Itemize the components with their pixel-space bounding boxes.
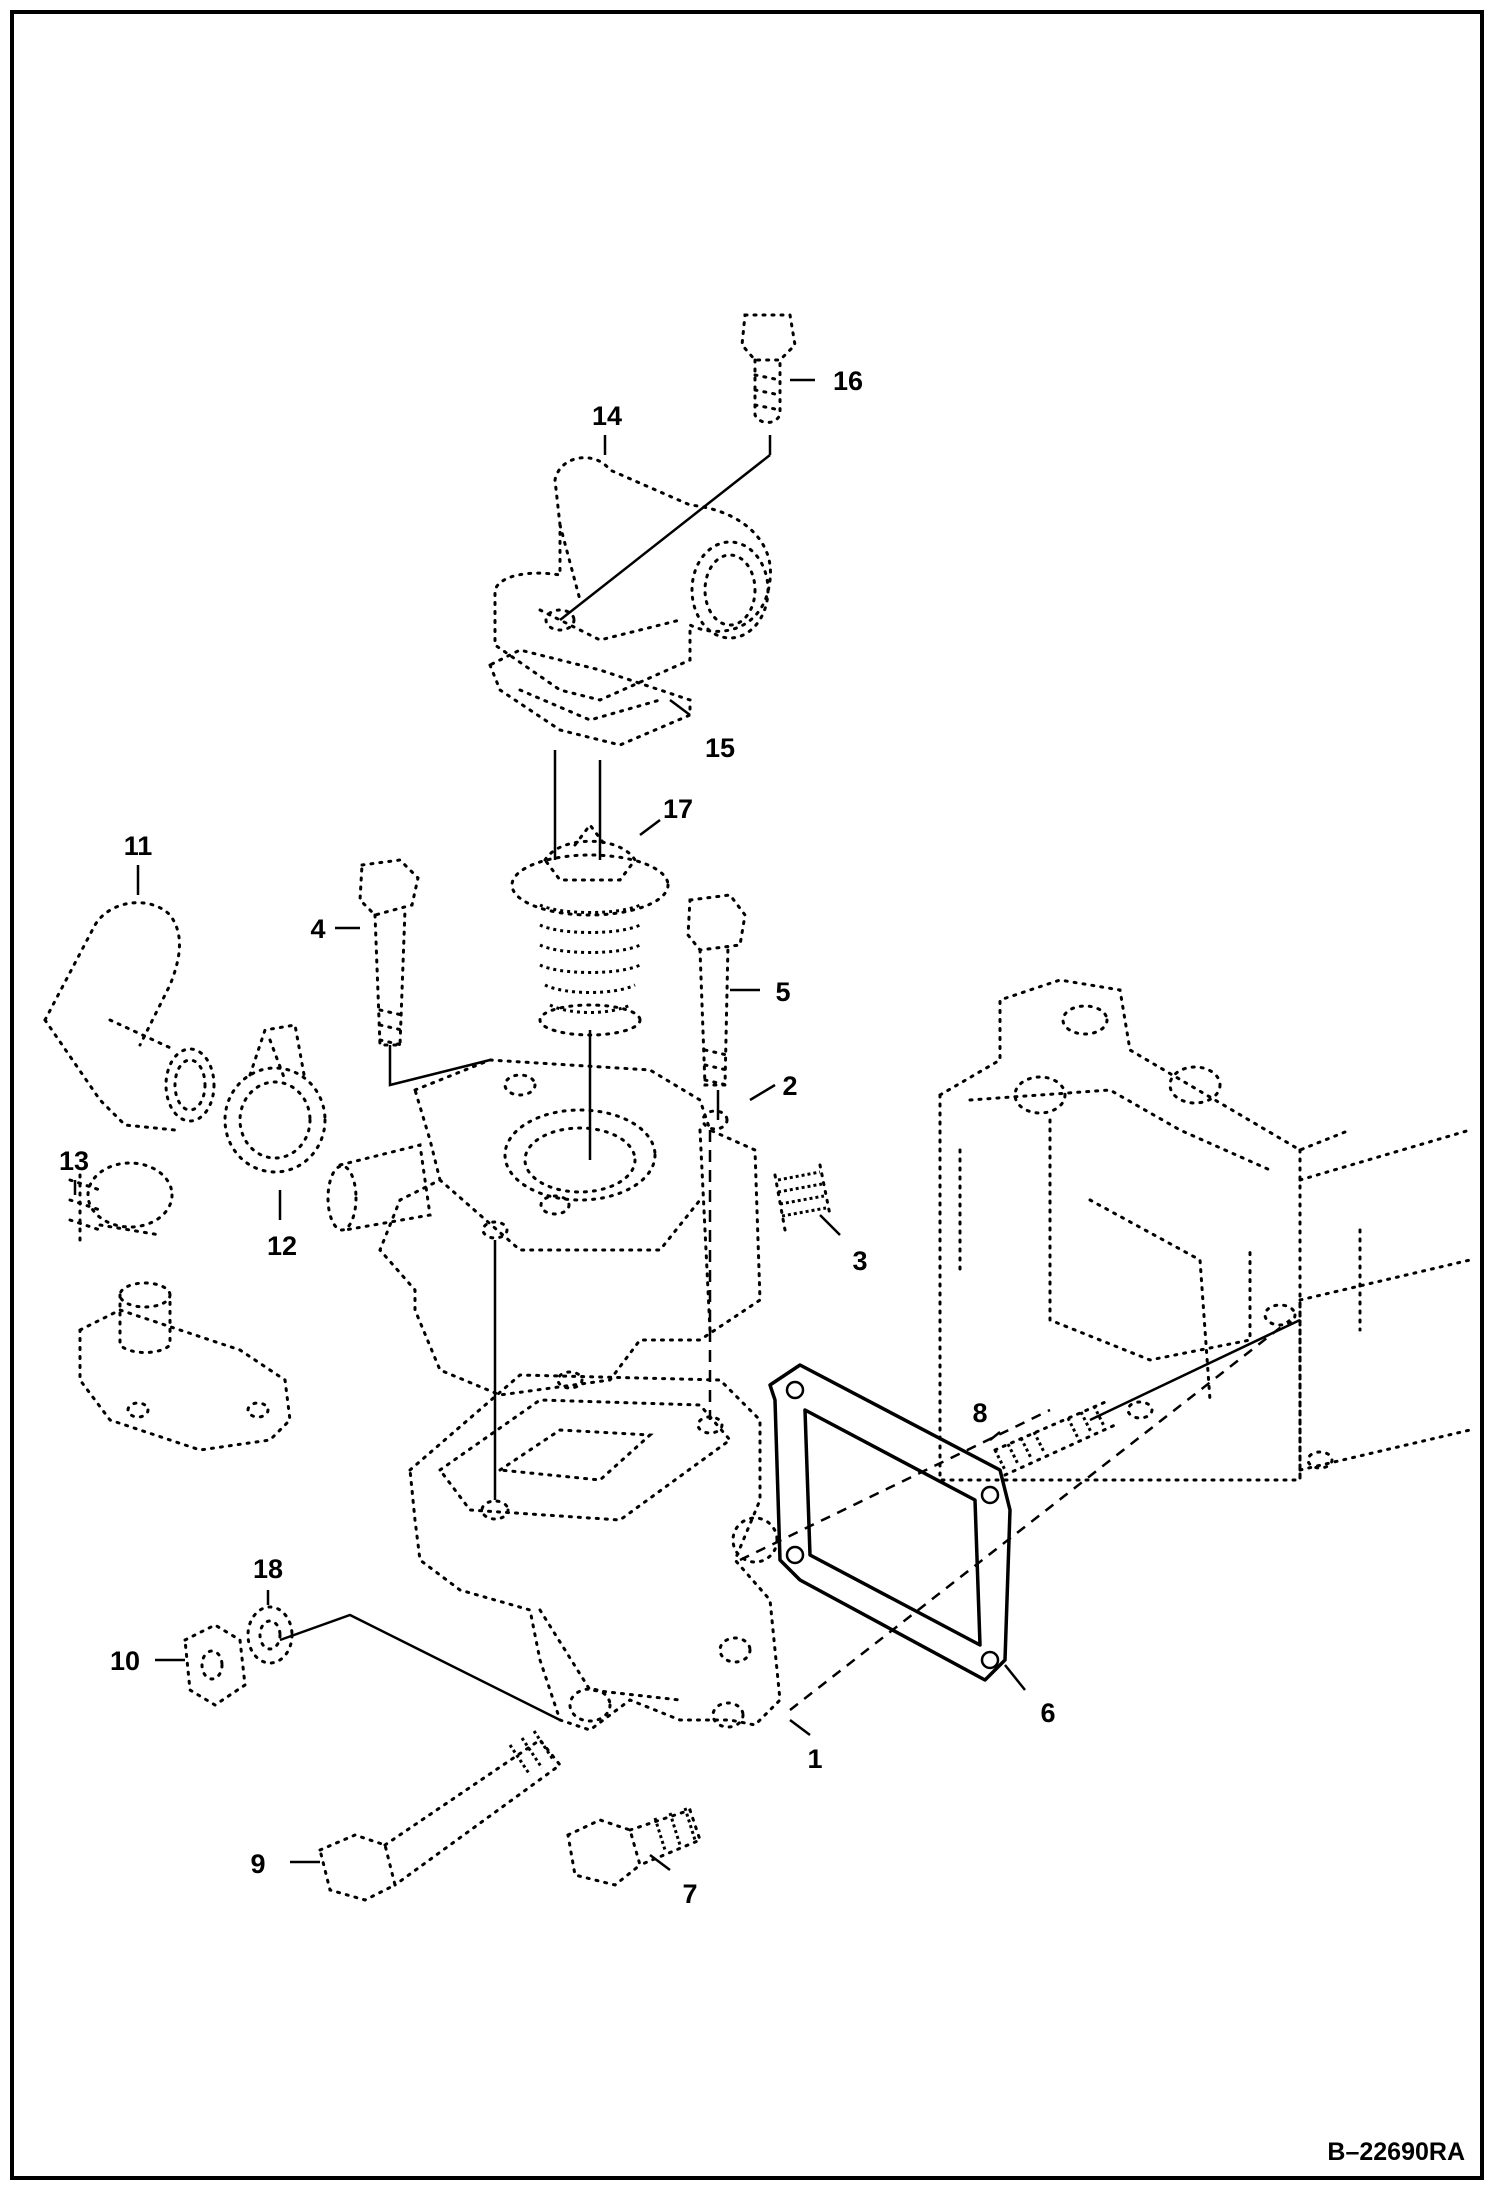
callout-3: 3: [852, 1246, 867, 1276]
leader-lines: [73, 378, 1026, 1871]
thermostat-cover: [493, 456, 772, 702]
engine-block: [938, 978, 1472, 1482]
washer-18: [246, 1605, 294, 1665]
bolt-5: [686, 893, 747, 1087]
stud-8: [993, 1398, 1117, 1477]
hose-flange: [78, 1281, 292, 1452]
water-flange: [408, 1370, 782, 1732]
clamp-13: [68, 1161, 174, 1242]
callout-17: 17: [663, 794, 693, 824]
callout-1: 1: [807, 1744, 822, 1774]
bolt-7: [566, 1807, 702, 1887]
callout-14: 14: [592, 401, 622, 431]
bolt-9: [318, 1730, 563, 1902]
thermostat-housing: [378, 1058, 762, 1397]
callout-12: 12: [267, 1231, 297, 1261]
bolt-4: [358, 858, 420, 1047]
callout-11: 11: [124, 831, 153, 861]
nut-10: [183, 1623, 247, 1707]
callout-10: 10: [110, 1646, 140, 1676]
callout-13: 13: [59, 1146, 89, 1176]
callout-4: 4: [310, 914, 325, 944]
callout-18: 18: [253, 1554, 283, 1584]
assembly-lines: [279, 435, 1301, 1722]
callout-15: 15: [705, 733, 735, 763]
clamp-12: [223, 1023, 327, 1174]
water-pipe-nipple: [326, 1143, 432, 1232]
callout-9: 9: [250, 1849, 265, 1879]
thermostat: [510, 822, 670, 1037]
callout-labels: 1 2 3 4 5 6 7 8 9 10 11 12 13 14 15 16 1…: [59, 366, 1056, 1909]
callout-7: 7: [682, 1879, 697, 1909]
hose-11: [43, 901, 216, 1132]
bolt-16: [740, 313, 797, 424]
callout-2: 2: [782, 1071, 797, 1101]
gasket-6: [768, 1363, 1012, 1682]
figure-id: B–22690RA: [1327, 2138, 1465, 2166]
diagram-frame: [10, 10, 1484, 2180]
callout-5: 5: [775, 977, 790, 1007]
callout-8: 8: [972, 1398, 987, 1428]
callout-16: 16: [833, 366, 863, 396]
callout-6: 6: [1040, 1698, 1055, 1728]
plug-3: [773, 1163, 832, 1232]
